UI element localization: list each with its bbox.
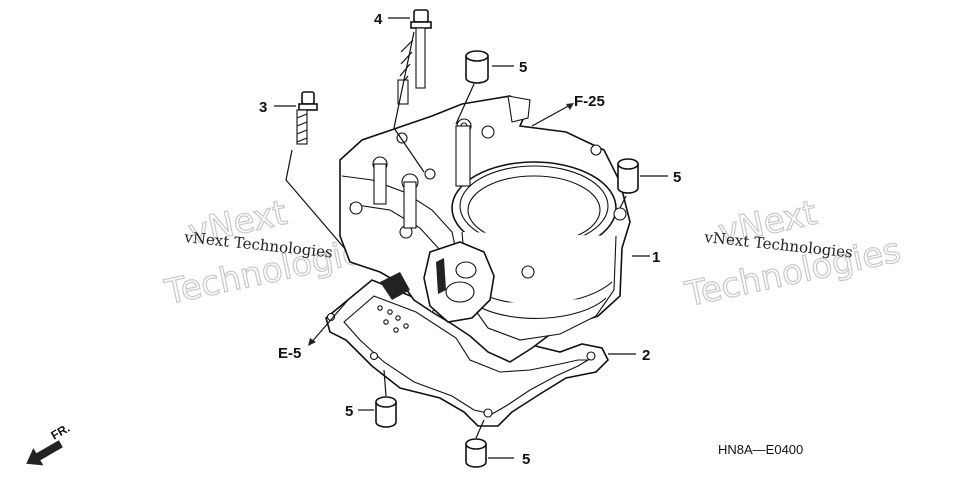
callout-4: 4	[374, 11, 383, 28]
dowel-pin-bottom-left	[375, 396, 397, 428]
callout-2: 2	[642, 347, 650, 364]
dowel-pin-right	[617, 158, 639, 194]
bolt-long	[397, 9, 432, 105]
cylinder-body	[339, 95, 631, 363]
dowel-pin-bottom	[465, 438, 487, 468]
front-arrow-icon	[26, 440, 63, 466]
callout-3: 3	[259, 99, 267, 116]
diagram-code: HN8A—E0400	[718, 442, 803, 457]
callout-5-top: 5	[519, 59, 527, 76]
leader-lines	[274, 17, 668, 459]
ref-e5: E-5	[278, 345, 301, 362]
callout-1: 1	[652, 249, 660, 266]
front-marker-label: FR.	[49, 421, 73, 443]
callout-5-right: 5	[673, 169, 681, 186]
dowel-pin-top	[465, 50, 489, 84]
bolt-short	[296, 91, 318, 145]
callout-5-bottom-left: 5	[345, 403, 353, 420]
callout-5-bottom: 5	[522, 451, 530, 468]
cylinder-gasket	[325, 279, 609, 427]
ref-f25: F-25	[574, 93, 605, 110]
